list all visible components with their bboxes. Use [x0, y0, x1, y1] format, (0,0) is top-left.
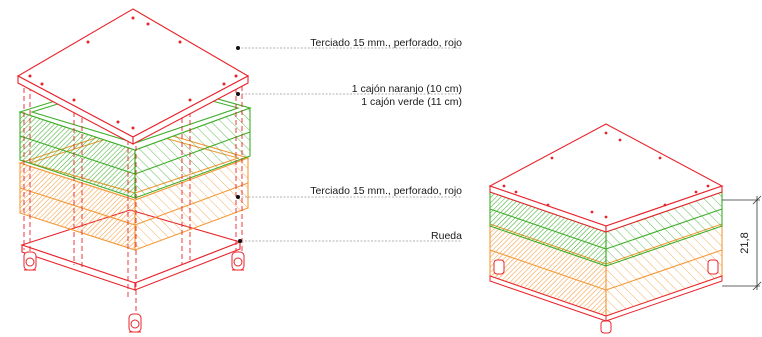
assembled-top-board	[488, 123, 724, 233]
label-crate-orange: 1 cajón naranjo (10 cm)	[351, 83, 462, 95]
top-board	[16, 8, 250, 145]
dimension-height-value: 21,8	[739, 232, 751, 254]
wheel-right	[231, 251, 245, 271]
leader-lines	[238, 47, 462, 242]
label-bottom-board: Terciado 15 mm., perforado, rojo	[310, 185, 462, 197]
label-wheel: Rueda	[431, 230, 462, 242]
wheel-left	[23, 251, 37, 271]
exploded-view	[16, 8, 462, 333]
assembled-view	[488, 123, 762, 334]
label-top-board: Terciado 15 mm., perforado, rojo	[310, 37, 462, 49]
wheel-front	[128, 313, 142, 333]
assembled-orange-crate	[489, 223, 723, 317]
label-crate-green: 1 cajón verde (11 cm)	[361, 96, 462, 108]
height-dimension	[722, 195, 762, 291]
